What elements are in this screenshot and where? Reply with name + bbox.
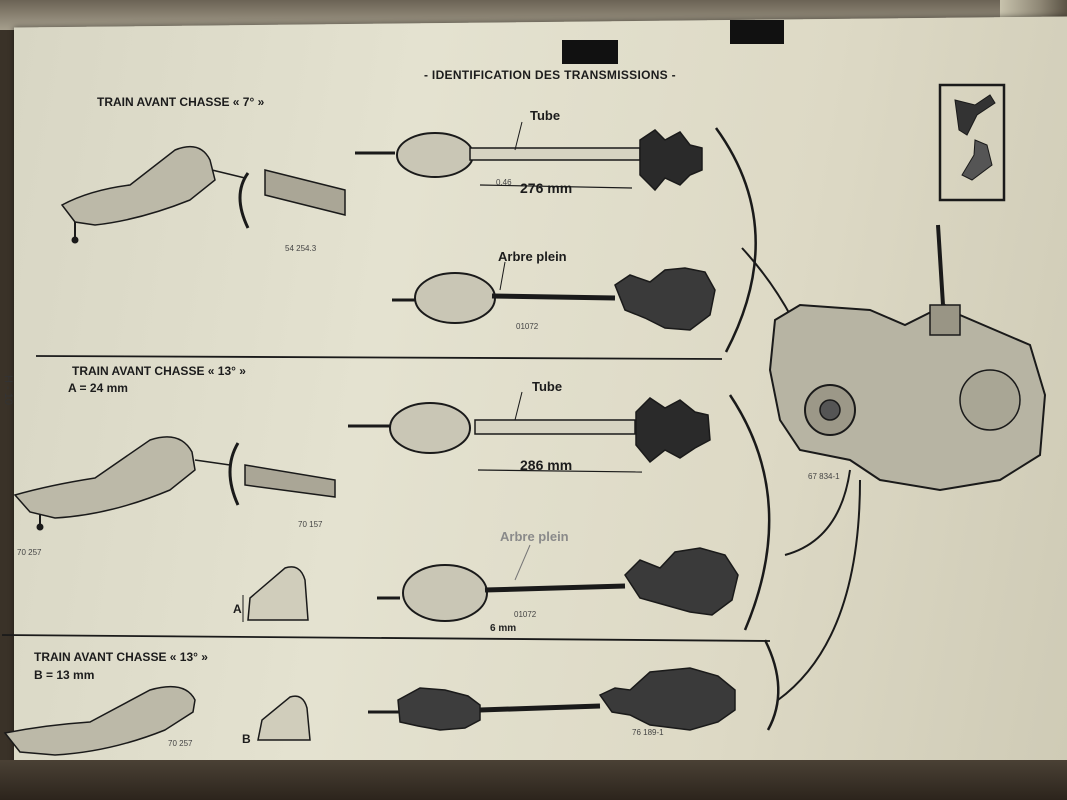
small-reference: 0.46 [496, 178, 512, 187]
bracket-label: A [233, 602, 242, 616]
page-tab-marker [730, 20, 784, 44]
section-subheading: A = 24 mm [68, 381, 128, 395]
page-tab-marker [562, 40, 618, 64]
arm-reference: 70 257 [168, 739, 193, 748]
document-title: - IDENTIFICATION DES TRANSMISSIONS - [424, 68, 676, 82]
connector-line [777, 479, 861, 701]
bracket-arc [714, 127, 757, 353]
arm-reference: 70 257 [17, 548, 42, 557]
bracket-arc [728, 394, 771, 631]
book-bottom-shadow [0, 760, 1067, 800]
shaft-dimension: 6 mm [490, 623, 517, 634]
small-reference: 01072 [516, 322, 539, 331]
side-page-label: H - 10 [2, 375, 14, 405]
figure-reference: 70 157 [298, 520, 323, 529]
figure-reference: 54 254.3 [285, 244, 317, 253]
shaft-reference: 76 189-1 [632, 728, 664, 737]
gearbox-reference: 67 834-1 [808, 472, 840, 481]
bracket-label: B [242, 732, 251, 746]
section-heading: TRAIN AVANT CHASSE « 13° » [34, 650, 208, 664]
connector-line [784, 469, 851, 556]
section-divider [35, 355, 723, 360]
shaft-dimension: 286 mm [520, 457, 573, 473]
section-subheading: B = 13 mm [34, 668, 95, 682]
thumbnail-frame [938, 83, 1006, 202]
shaft-label-solid: Arbre plein [500, 529, 569, 544]
section-heading: TRAIN AVANT CHASSE « 13° » [72, 364, 246, 378]
shaft-label-tube: Tube [530, 108, 561, 123]
small-reference: 01072 [514, 610, 537, 619]
shaft-label-solid: Arbre plein [498, 249, 567, 264]
shaft-dimension: 276 mm [520, 180, 573, 196]
bracket-arc [763, 639, 780, 731]
shaft-label-tube: Tube [532, 379, 563, 394]
section-heading: TRAIN AVANT CHASSE « 7° » [97, 95, 265, 109]
section-divider [1, 634, 771, 642]
